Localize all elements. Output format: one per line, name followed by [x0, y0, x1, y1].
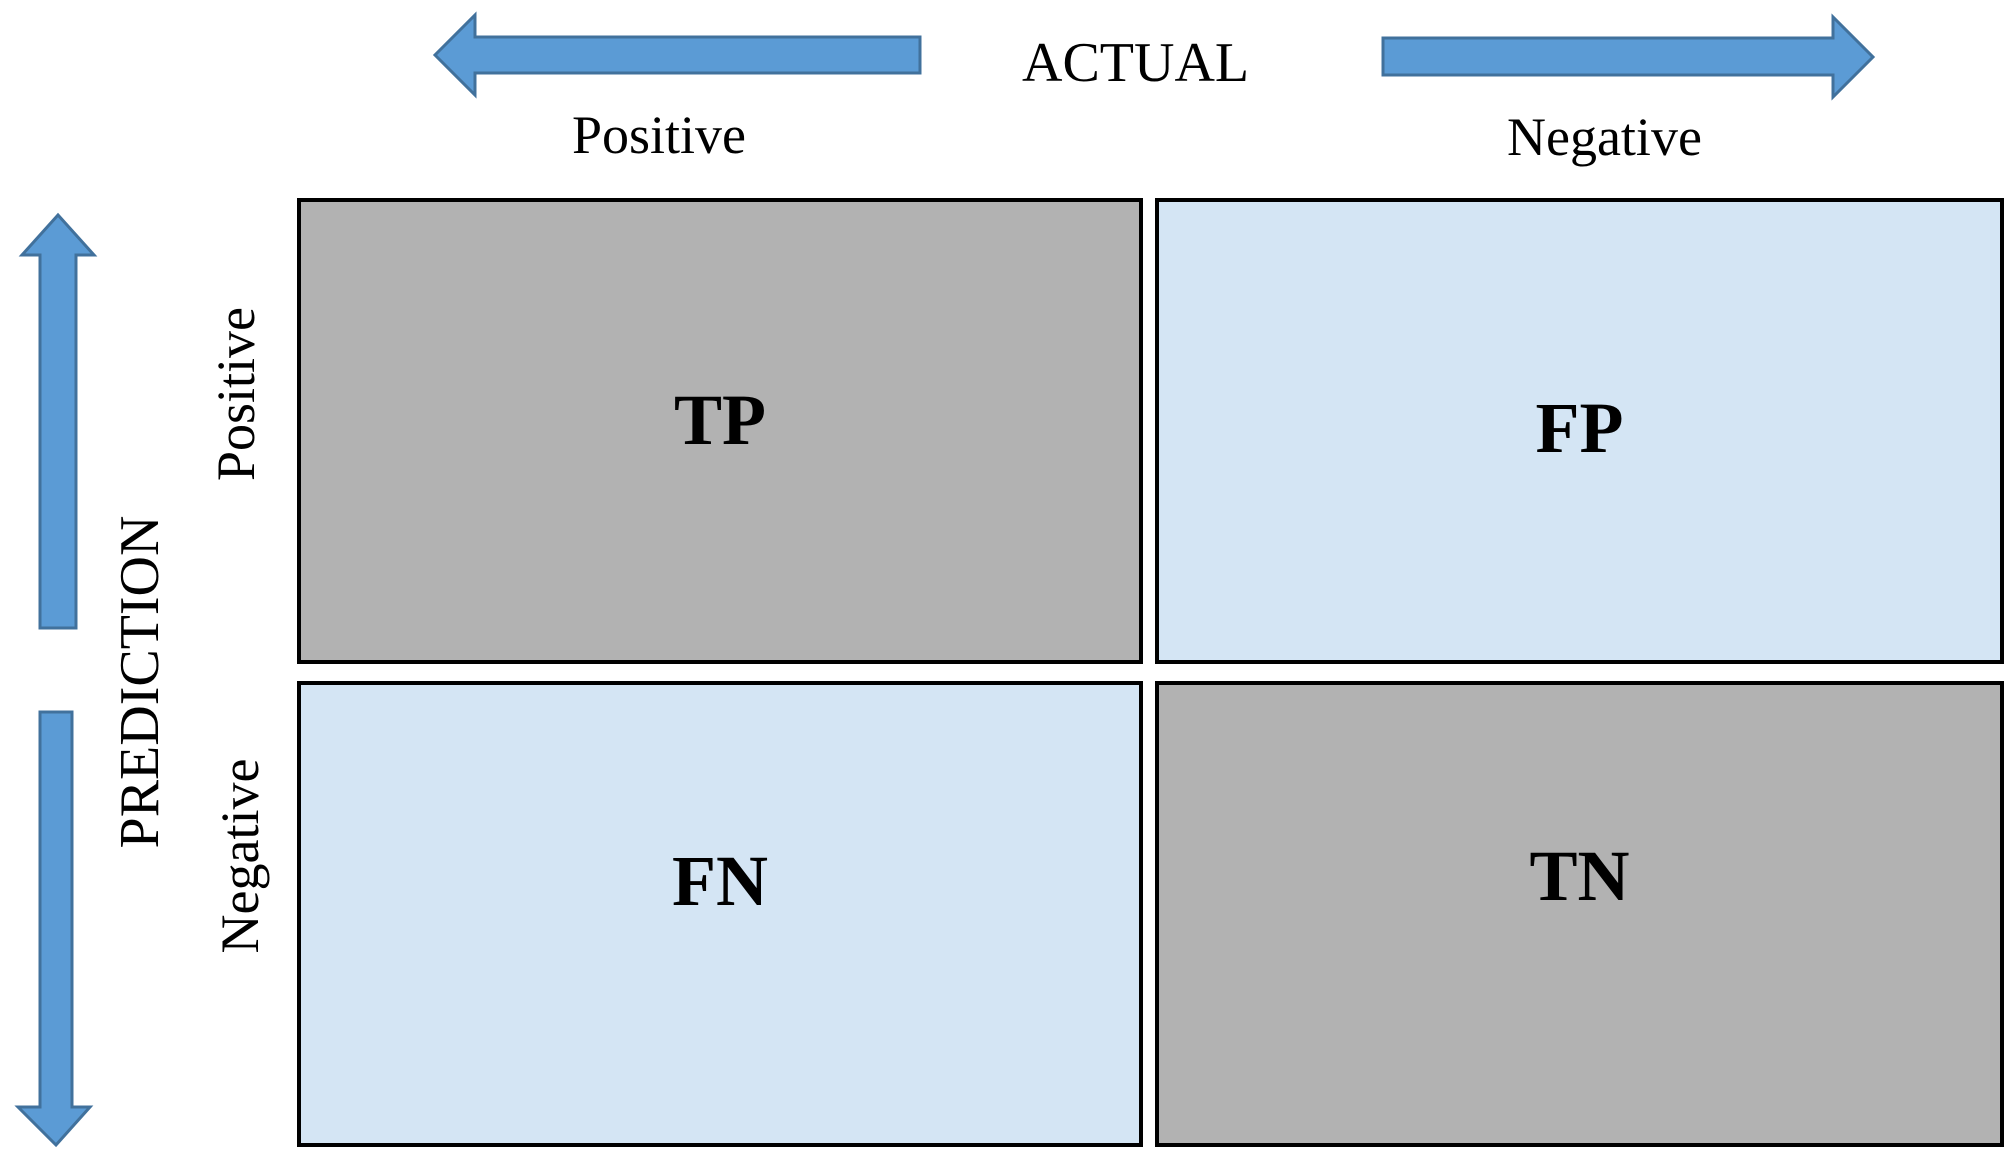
true-positive-label: TP	[673, 380, 766, 460]
actual-positive-label: Positive	[572, 105, 747, 165]
actual-right-arrow	[1381, 13, 1876, 101]
true-positive-cell: TP	[297, 198, 1143, 664]
prediction-up-arrow	[18, 212, 98, 630]
prediction-axis-title: PREDICTION	[109, 515, 171, 849]
false-negative-cell: FN	[297, 681, 1143, 1147]
actual-negative-label: Negative	[1507, 107, 1702, 167]
actual-left-arrow	[432, 11, 922, 99]
false-negative-label: FN	[672, 841, 768, 921]
prediction-positive-label: Positive	[206, 306, 266, 482]
prediction-negative-label: Negative	[210, 758, 270, 954]
true-negative-cell: TN	[1155, 681, 2004, 1147]
actual-axis-title: ACTUAL	[1022, 32, 1250, 94]
true-negative-label: TN	[1529, 836, 1630, 916]
prediction-down-arrow	[14, 710, 94, 1148]
false-positive-cell: FP	[1155, 198, 2004, 664]
false-positive-label: FP	[1535, 388, 1624, 468]
